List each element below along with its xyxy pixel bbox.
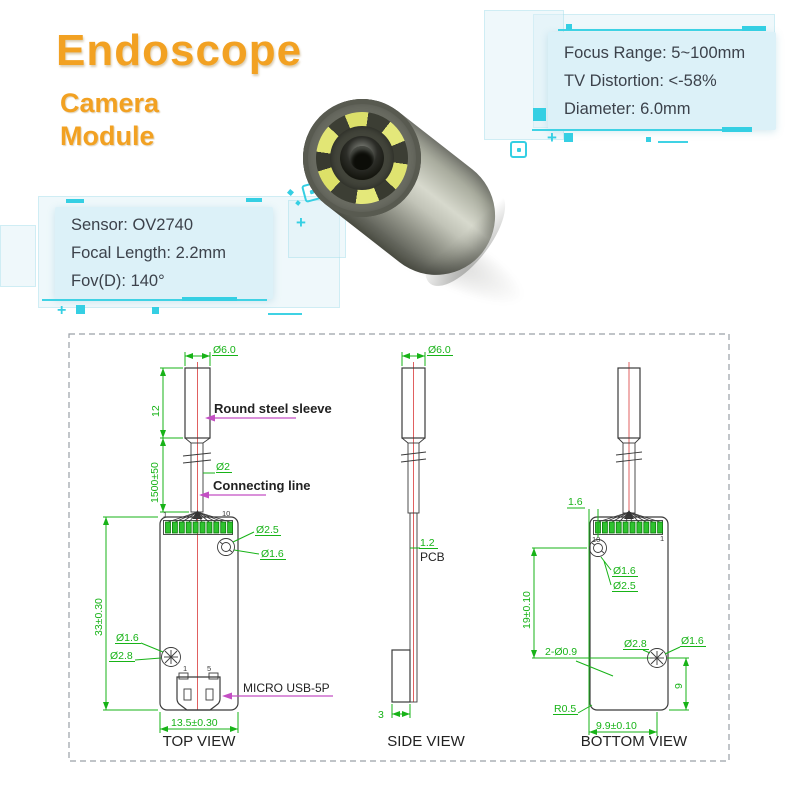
dim-label: 12 [150,405,162,417]
spec-line: Focus Range: 5~100mm [564,43,746,62]
dim-label: Ø1.6 [681,635,704,647]
decor-line [658,141,688,143]
decor-square [76,305,85,314]
mount-hole [589,539,607,557]
dim-label: Ø2.5 [256,524,279,536]
dim-label: Ø2.5 [613,580,636,592]
dim-label: 9 [673,683,685,689]
decor-bar [246,198,262,202]
dim-label: Ø6.0 [428,344,451,356]
pin-number: 1 [183,664,187,673]
connector-pins [595,521,663,534]
decor-bar [66,199,84,203]
view-title: SIDE VIEW [387,733,465,750]
dim-label: Ø1.6 [613,565,636,577]
dim-label: Ø2.8 [110,650,133,662]
connector-pins [165,521,234,534]
view-title: TOP VIEW [163,733,237,750]
mount-hole [217,538,235,556]
decor-bar [722,127,752,132]
pin-number: 1 [163,510,167,519]
decor-square [566,24,572,30]
dim-label: Ø2.8 [624,638,647,650]
screw-hole [161,647,181,667]
pin-number: 10 [222,509,230,518]
decor-line [532,129,750,131]
cable-label: Connecting line [213,478,311,493]
drawing-border [68,333,730,762]
pin-number: 5 [207,664,211,673]
dim-label: 19±0.10 [521,591,533,629]
micro-usb-connector [176,672,221,711]
dim-label: 1500±50 [149,462,161,503]
usb-label: MICRO USB-5P [243,681,330,695]
decor-square [564,133,573,142]
decor-plus-icon: + [296,213,306,232]
page-title: Endoscope [56,26,303,75]
decor-line [558,29,762,31]
spec-line: TV Distortion: <-58% [564,71,717,90]
screw-hole [647,648,667,668]
decor-plus-icon: + [547,128,557,147]
view-title: BOTTOM VIEW [581,733,688,750]
dim-label: 33±0.30 [93,598,105,636]
spec-line: Sensor: OV2740 [71,215,193,234]
spec-line: Fov(D): 140° [71,271,165,290]
spec-box-sensor: Sensor: OV2740 Focal Length: 2.2mm Fov(D… [55,207,273,299]
pcb-body-bottom [589,516,669,711]
decor-bar [182,297,237,301]
pin-number: 1 [660,534,664,543]
decor-line [268,313,302,315]
dim-label: 3 [378,709,384,721]
dim-label: Ø1.6 [261,548,284,560]
spec-box-optics: Focus Range: 5~100mm TV Distortion: <-58… [548,32,776,130]
dim-label: 1.2 [420,537,435,549]
decor-square [646,137,651,142]
pcb-label: PCB [420,550,445,564]
dim-label: 13.5±0.30 [171,717,218,729]
page-subtitle-line2: Module [60,121,155,151]
decor-target-icon [510,141,527,158]
decor-panel [0,225,36,287]
dim-label: 2-Ø0.9 [545,646,577,658]
dim-label: Ø6.0 [213,344,236,356]
spec-line: Diameter: 6.0mm [564,99,691,118]
endoscope-camera-photo [275,75,540,326]
dim-label: R0.5 [554,703,576,715]
spec-line: Focal Length: 2.2mm [71,243,226,262]
page-subtitle-line1: Camera [60,88,160,118]
dim-label: Ø1.6 [116,632,139,644]
pcb-body-top [159,516,239,711]
sleeve-label: Round steel sleeve [214,401,332,416]
decor-bar [742,26,766,31]
decor-plus-icon: + [57,302,67,319]
technical-drawing: Ø6.0 12 1500±50 Ø2 Round steel sleeve [68,333,730,762]
decor-square [533,108,546,121]
dim-label: 9.9±0.10 [596,720,637,732]
top-view: Ø6.0 12 1500±50 Ø2 Round steel sleeve [93,344,333,750]
dim-label: 1.6 [568,496,583,508]
technical-drawing-panel: Ø6.0 12 1500±50 Ø2 Round steel sleeve [68,333,730,762]
side-view: Ø6.0 1.2 PCB 3 SIDE VIEW [378,344,466,750]
decor-line [42,299,267,301]
bottom-view: 10 1 1.6 Ø1.6 Ø2.5 [521,362,706,750]
dim-label: Ø2 [216,461,230,473]
decor-square [152,307,159,314]
